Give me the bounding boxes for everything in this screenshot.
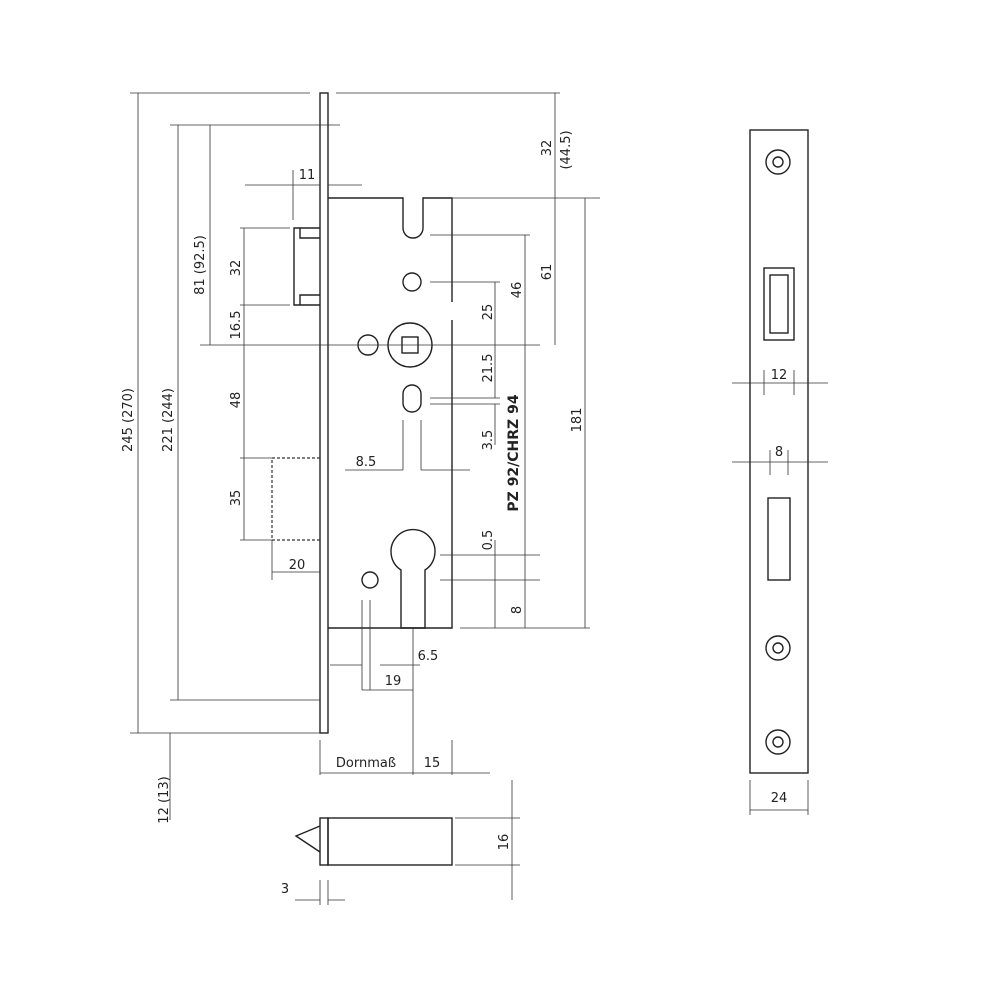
dim-cyl-offset: 6.5 xyxy=(418,649,439,664)
dim-slot-offset: 3.5 xyxy=(481,430,496,451)
dim-strike-latch-width: 12 xyxy=(771,368,788,383)
dimension-lines xyxy=(130,92,600,905)
dim-hole2-to-spindle: 25 xyxy=(481,304,496,321)
dim-top-to-spindle: 61 xyxy=(540,264,555,281)
dim-latch-offset: 16.5 xyxy=(229,311,244,340)
faceplate xyxy=(319,92,329,734)
dimension-labels: 245 (270) 221 (244) 81 (92.5) 32 16.5 48… xyxy=(121,130,787,897)
lock-side-view xyxy=(271,92,453,734)
dim-latch-to-spindle: 81 (92.5) xyxy=(193,235,208,295)
dim-bolt-throw: 20 xyxy=(289,558,306,573)
dim-top-offset: 32 xyxy=(540,140,555,157)
cylinder-keyhole xyxy=(390,528,436,629)
dim-backset-label: Dornmaß xyxy=(336,756,396,771)
dim-case-height: 181 xyxy=(570,408,585,433)
dim-strike-width: 24 xyxy=(771,791,788,806)
dim-spindle-to-slot: 21.5 xyxy=(481,354,496,383)
dim-top-offset-alt: (44.5) xyxy=(559,130,574,169)
dead-bolt xyxy=(271,457,320,541)
dim-total-height: 245 (270) xyxy=(121,388,136,452)
dim-spindle-to-bolt: 48 xyxy=(229,392,244,409)
latch-bolt xyxy=(293,227,320,306)
dim-hole-to-spindle: 46 xyxy=(510,282,525,299)
mounting-hole xyxy=(402,272,422,292)
dim-bolt-section: 16 xyxy=(497,834,512,851)
dim-cyl-small: 0.5 xyxy=(481,530,496,551)
bolt-detail-view xyxy=(294,817,453,866)
model-label: PZ 92/CHRZ 94 xyxy=(506,394,522,511)
dim-latch-throw: 11 xyxy=(299,168,316,183)
dim-cyl-bottom: 8 xyxy=(510,606,525,614)
dim-bottom-offset: 12 (13) xyxy=(157,776,172,823)
lock-case xyxy=(328,197,453,629)
mounting-hole xyxy=(361,571,379,589)
dim-strike-bolt-width: 8 xyxy=(775,445,783,460)
dim-inner-height: 221 (244) xyxy=(161,388,176,452)
dim-latch-height: 32 xyxy=(229,260,244,277)
dim-backset-extra: 15 xyxy=(424,756,441,771)
strike-plate-view xyxy=(732,129,828,815)
dim-bolt-tip: 3 xyxy=(281,882,289,897)
dim-bolt-height: 35 xyxy=(229,490,244,507)
dim-hole-width: 8.5 xyxy=(356,455,377,470)
dim-hole-distance: 19 xyxy=(385,674,402,689)
slot-hole xyxy=(402,384,422,413)
